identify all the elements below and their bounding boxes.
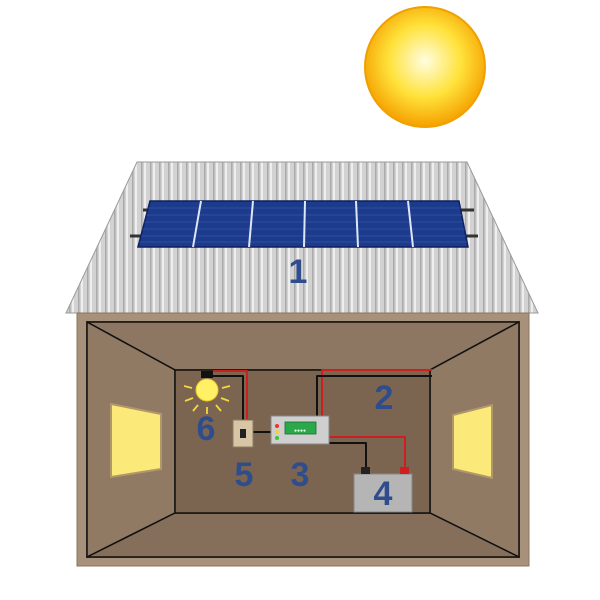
charge-controller: ●●●●	[270, 415, 330, 445]
label-wiring: 2	[375, 379, 394, 417]
left-window	[110, 402, 162, 479]
label-bulb: 6	[197, 410, 216, 448]
controller-display: ●●●●	[294, 428, 306, 434]
right-window	[452, 403, 493, 480]
label-controller: 3	[291, 456, 310, 494]
label-switch: 5	[235, 456, 254, 494]
solar-panel-array	[130, 200, 478, 248]
light-bulb	[183, 371, 231, 414]
sun	[364, 6, 486, 128]
label-panel: 1	[289, 253, 308, 291]
light-switch	[232, 419, 254, 448]
label-battery: 4	[374, 475, 393, 513]
battery	[353, 467, 413, 513]
